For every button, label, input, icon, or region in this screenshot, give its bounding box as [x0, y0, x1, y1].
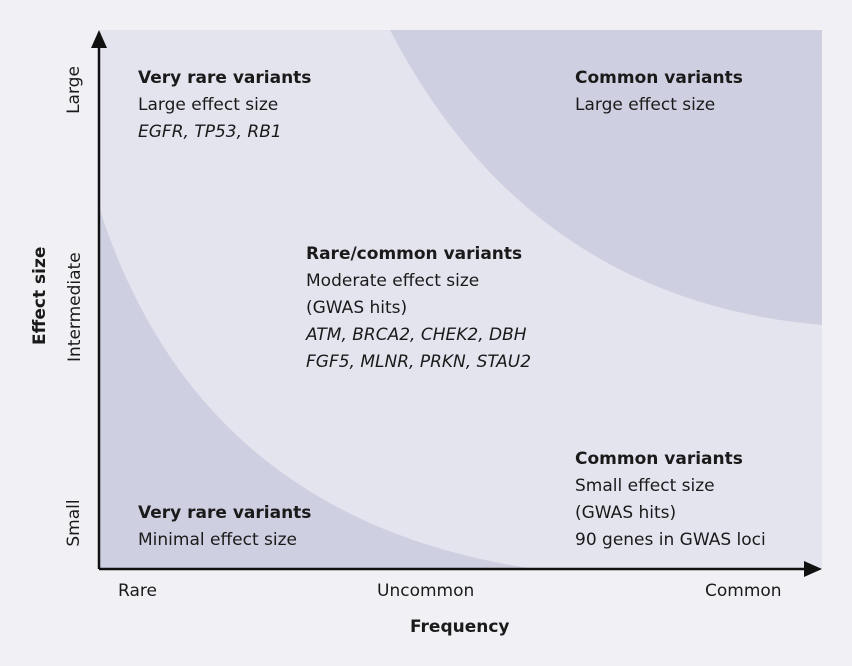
region-title: Rare/common variants [306, 244, 523, 264]
x-axis-arrow-icon [804, 561, 822, 577]
region-genes-count: 90 genes in GWAS loci [575, 530, 766, 550]
y-tick-small: Small [64, 499, 84, 547]
region-effect: Large effect size [138, 95, 279, 115]
region-very-rare-minimal: Very rare variants Minimal effect size [138, 500, 311, 554]
region-effect: Minimal effect size [138, 530, 298, 550]
region-effect: Small effect size [575, 476, 715, 496]
region-title: Common variants [575, 449, 743, 469]
region-title: Very rare variants [138, 68, 312, 88]
x-axis-label: Frequency [410, 617, 510, 637]
region-note: (GWAS hits) [306, 298, 408, 318]
region-very-rare-large: Very rare variants Large effect size EGF… [138, 65, 311, 146]
y-axis-arrow-icon [91, 30, 107, 48]
x-tick-uncommon: Uncommon [377, 581, 475, 601]
y-tick-large: Large [64, 66, 84, 114]
region-title: Very rare variants [138, 503, 312, 523]
very-rare-minimal-region [100, 210, 535, 569]
region-title: Common variants [575, 68, 743, 88]
region-effect: Moderate effect size [306, 271, 480, 291]
region-genes: EGFR, TP53, RB1 [138, 122, 282, 142]
region-common-small: Common variants Small effect size (GWAS … [575, 446, 766, 554]
region-genes: ATM, BRCA2, CHEK2, DBH [306, 325, 527, 345]
y-tick-intermediate: Intermediate [65, 252, 85, 362]
x-tick-common: Common [705, 581, 782, 601]
y-axis-label: Effect size [30, 246, 50, 345]
region-genes: FGF5, MLNR, PRKN, STAU2 [306, 352, 532, 372]
region-effect: Large effect size [575, 95, 716, 115]
x-tick-rare: Rare [118, 581, 157, 601]
region-common-large: Common variants Large effect size [575, 65, 743, 119]
region-note: (GWAS hits) [575, 503, 677, 523]
common-large-region [390, 30, 822, 325]
region-rare-common-moderate: Rare/common variants Moderate effect siz… [306, 241, 531, 376]
